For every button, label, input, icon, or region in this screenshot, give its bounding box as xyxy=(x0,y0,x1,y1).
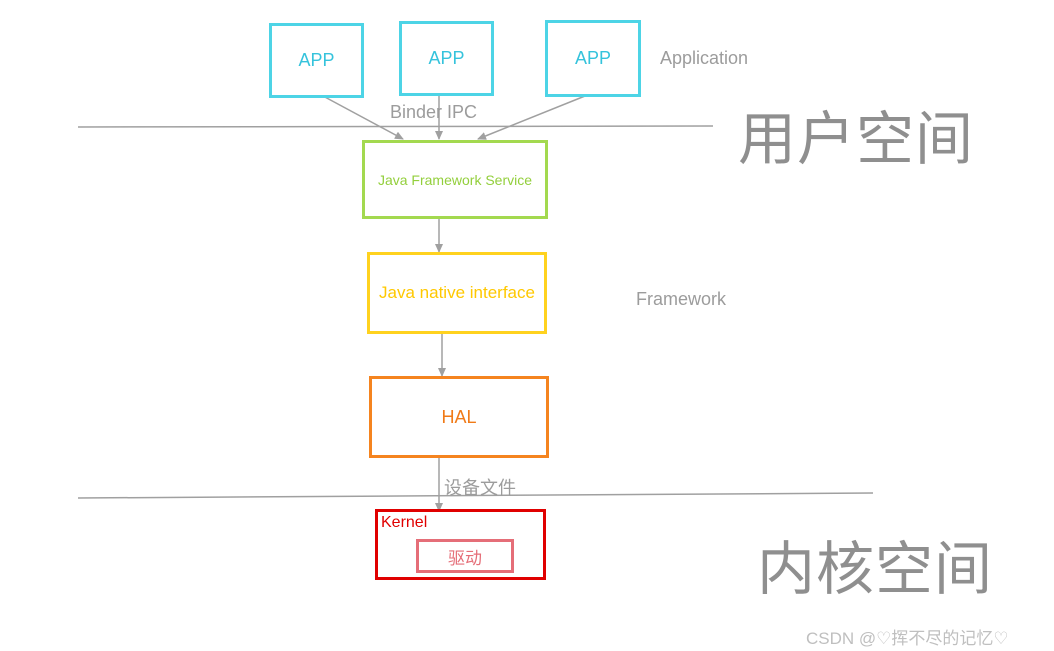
java-native-interface-label: Java native interface xyxy=(379,283,535,302)
user-kernel-divider-top xyxy=(77,125,714,128)
app-box-3-label: APP xyxy=(574,48,612,68)
binder-ipc-label: Binder IPC xyxy=(390,102,478,122)
user-space-label: 用户空间 xyxy=(738,107,975,172)
driver-label: 驱动 xyxy=(448,548,482,568)
watermark: CSDN @♡挥不尽的记忆♡ xyxy=(806,629,1009,648)
kernel-label: Kernel xyxy=(381,514,428,531)
user-kernel-divider-bottom xyxy=(77,492,874,499)
kernel-box: Kernel 驱动 xyxy=(375,509,546,580)
app-box-1-label: APP xyxy=(298,50,335,70)
hal-box: HAL xyxy=(369,376,549,458)
kernel-space-label: 内核空间 xyxy=(757,537,994,602)
java-framework-service-label: Java Framework Service xyxy=(377,171,533,188)
app-box-2: APP xyxy=(399,21,494,96)
arrow-app1-to-framework xyxy=(322,95,404,140)
app-box-1: APP xyxy=(269,23,364,98)
hal-label: HAL xyxy=(441,406,477,427)
application-label: Application xyxy=(660,48,749,68)
app-box-3: APP xyxy=(545,20,641,97)
java-framework-service-box: Java Framework Service xyxy=(362,140,548,219)
framework-label: Framework xyxy=(636,289,727,309)
java-native-interface-box: Java native interface xyxy=(367,252,547,334)
arrow-app3-to-framework xyxy=(477,95,586,140)
driver-box: 驱动 xyxy=(416,539,514,573)
app-box-2-label: APP xyxy=(428,48,465,68)
device-file-label: 设备文件 xyxy=(444,478,516,498)
